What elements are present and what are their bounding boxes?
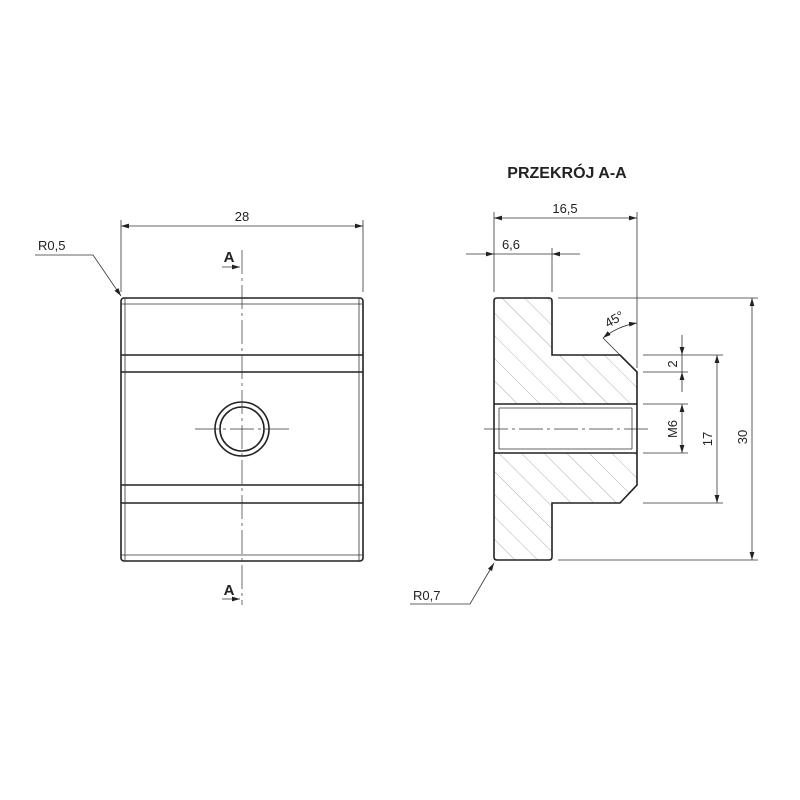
radius-label: R0,5 — [38, 238, 65, 253]
thread-label: M6 — [665, 420, 680, 438]
tongue-dim-label: 17 — [700, 432, 715, 446]
width-dim-label: 28 — [235, 209, 249, 224]
hatching — [494, 298, 637, 560]
section-mark-top: A — [224, 249, 235, 266]
angle-label: 45° — [602, 308, 627, 331]
height-dim-label: 30 — [735, 430, 750, 444]
radius-leader — [35, 254, 122, 297]
angle-dimension — [602, 321, 638, 339]
section-view — [410, 212, 758, 605]
chamfer-dim-label: 2 — [665, 360, 680, 367]
radius-label: R0,7 — [413, 588, 440, 603]
radius-leader — [410, 562, 495, 605]
flange-dim-label: 6,6 — [502, 237, 520, 252]
section-mark-bottom: A — [224, 582, 235, 599]
depth-dim-label: 16,5 — [552, 201, 577, 216]
section-title: PRZEKRÓJ A-A — [507, 163, 627, 182]
front-view — [35, 220, 364, 605]
profile-outline — [493, 297, 638, 561]
